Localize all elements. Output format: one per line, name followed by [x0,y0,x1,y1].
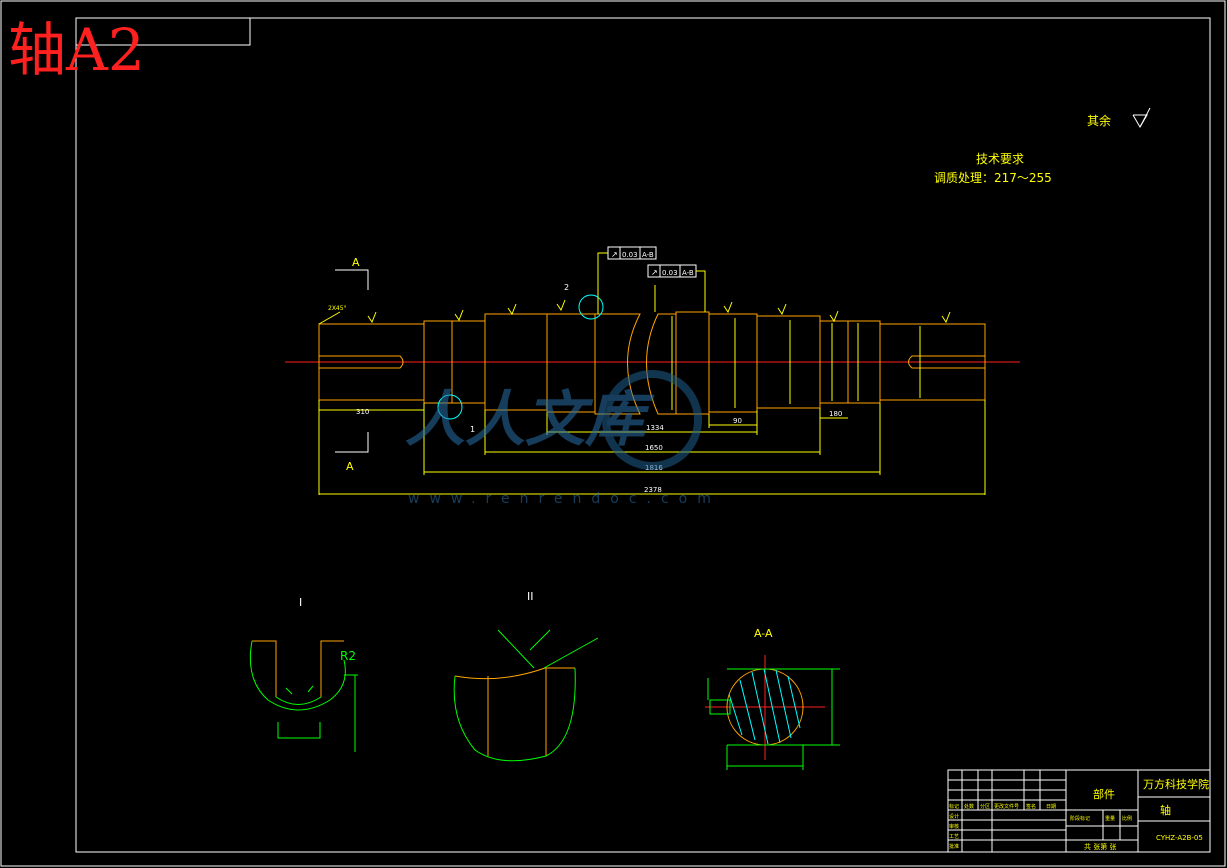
tb-row-label-change: 更改文件号 [994,803,1019,810]
section-mark-bottom: A [346,460,354,473]
diameter-dimension-lines [671,316,921,410]
title-box [75,17,251,46]
roughness-symbol-icon [1132,107,1151,128]
detail-mark-1: 1 [470,425,475,434]
tech-requirements-line: 调质处理：217～255 [934,171,1052,185]
tb-row-label-count: 处数 [964,803,974,810]
svg-text:0.03: 0.03 [662,269,678,277]
section-aa-view [705,655,840,770]
tolerance-frame-1: ↗ 0.03 A-B [597,246,657,314]
svg-text:↗: ↗ [611,250,618,259]
detail-i-radius: R2 [340,649,356,663]
svg-text:0.03: 0.03 [622,251,638,259]
chamfer-label: 2X45° [328,305,347,312]
dim-seg-90: 90 [733,417,742,425]
detail-i-view [249,640,358,752]
detail-ii-title: II [527,590,534,603]
dim-1650: 1650 [645,444,663,452]
section-cut-bottom [335,432,369,453]
shaft-profile [318,311,986,415]
detail-ii-view [453,629,599,762]
tb-stage-mark: 阶段标记 [1070,815,1090,822]
title-block-part-name: 轴 [1160,803,1171,817]
tolerance-frame-2: ↗ 0.03 A-B [647,264,706,312]
tb-left-review: 审核 [949,823,959,830]
dim-1334: 1334 [646,424,664,432]
roughness-marks [367,299,951,324]
tb-weight: 重量 [1105,815,1115,822]
title-block-sheet-info: 共 张第 张 [1084,842,1116,851]
tb-left-process: 工艺 [949,834,959,840]
title-block-part-label: 部件 [1093,787,1115,801]
svg-text:↗: ↗ [651,268,658,277]
watermark: 人人文库 www.renrendoc.com [405,370,721,507]
detail-i-title: I [299,596,302,609]
title-block-drawing-no: CYHZ-A2B-05 [1156,834,1203,842]
tb-row-label-sign: 签名 [1026,803,1036,810]
title-block-grid [947,769,1211,853]
detail-mark-2: 2 [564,283,569,292]
inner-frame [75,17,1211,853]
chamfer-leader [318,311,341,325]
watermark-logo: 人人文库 [405,385,655,455]
section-mark-top: A [352,256,360,269]
dim-total: 2378 [644,486,662,494]
dim-seg-180: 180 [829,410,842,418]
svg-text:A-B: A-B [642,251,654,259]
tb-row-label-date: 日期 [1046,804,1056,810]
section-cut-top [335,269,369,290]
section-aa-title: A-A [754,627,773,640]
title-block-school: 万方科技学院 [1143,777,1209,791]
tech-requirements-title: 技术要求 [976,152,1024,166]
watermark-url: www.renrendoc.com [408,491,721,507]
tb-left-design: 设计 [949,813,959,820]
detail-circle-1 [437,394,463,420]
horizontal-dimensions [318,400,986,495]
tb-left-approve: 批准 [949,843,959,850]
remainder-roughness-label: 其余 [1087,113,1111,128]
tb-scale: 比例 [1122,815,1132,822]
tb-row-label-zone: 分区 [980,803,990,810]
tb-row-label-mark: 标记 [949,803,959,810]
sheet-title: 轴A2 [8,16,145,84]
dim-key-length: 310 [356,408,369,416]
detail-circle-2 [578,294,604,320]
svg-text:A-B: A-B [682,269,694,277]
